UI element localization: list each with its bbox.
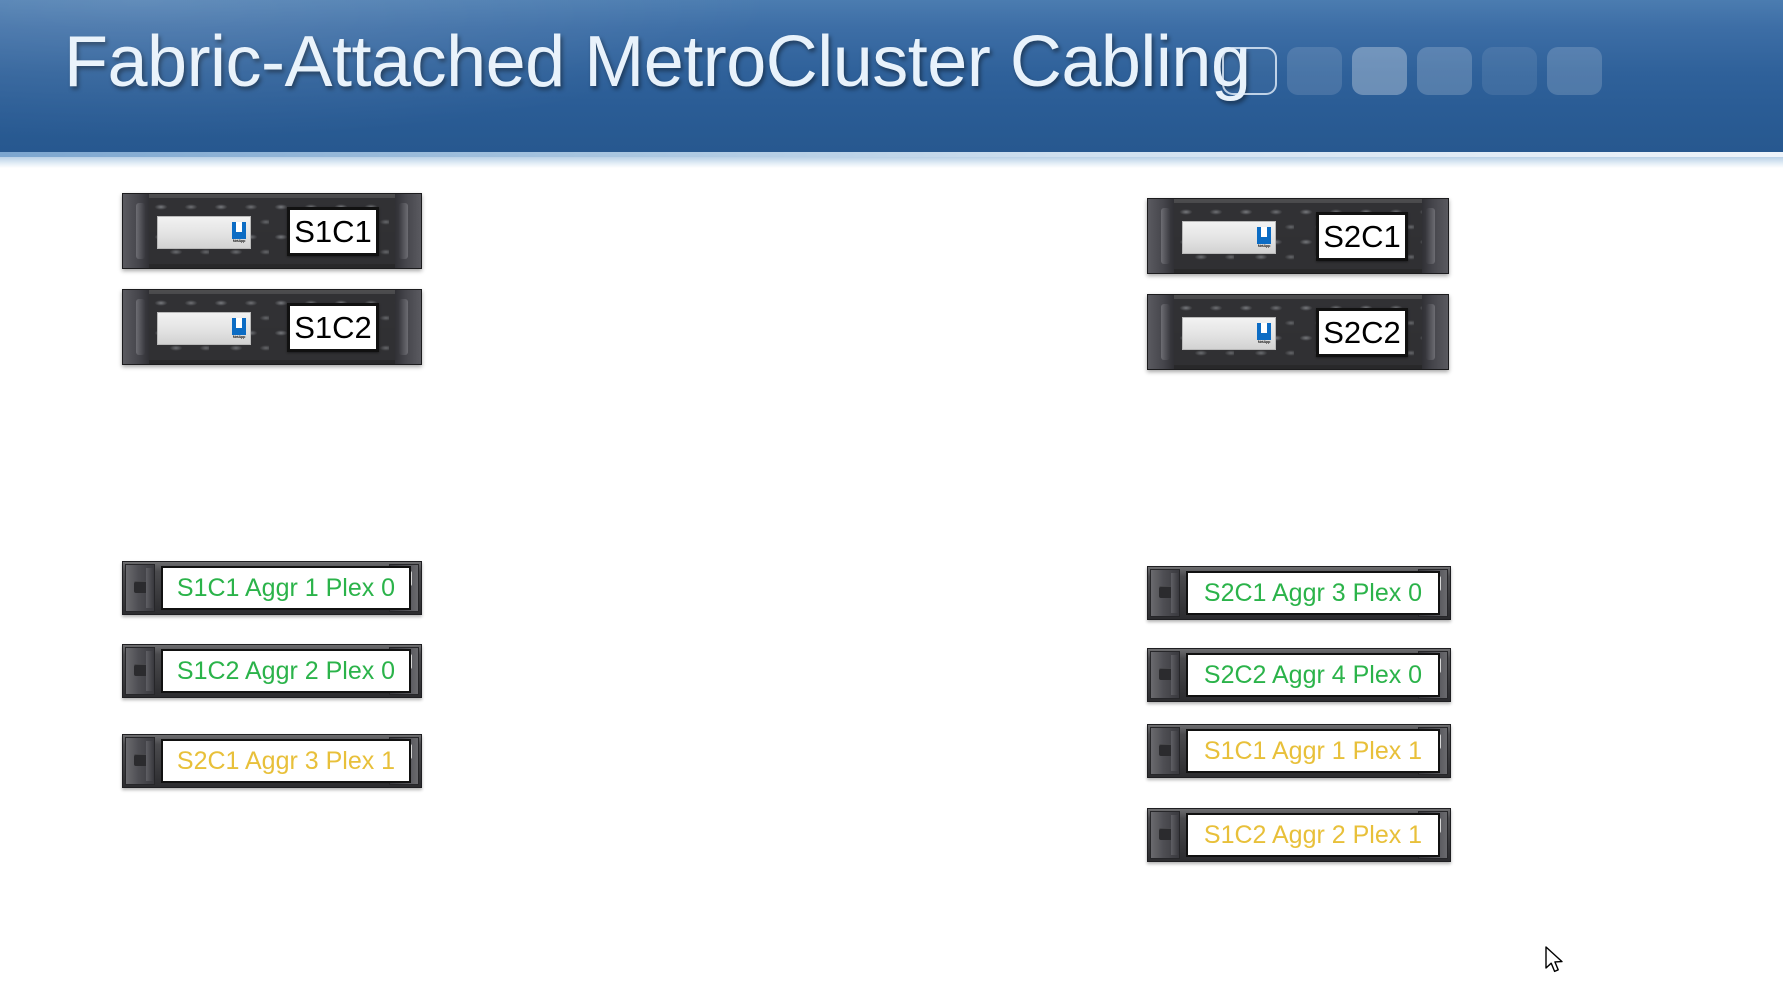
shelf-s1-3[interactable]: S2C1 Aggr 3 Plex 1 [122, 734, 422, 788]
chassis-end-cap-left [123, 290, 149, 364]
shelf-end-cap-left [1150, 651, 1180, 699]
shelf-label-s1-3: S2C1 Aggr 3 Plex 1 [161, 739, 411, 783]
header-decoration [1222, 47, 1602, 95]
shelf-end-cap-left [125, 737, 155, 785]
shelf-label-s2-2: S2C2 Aggr 4 Plex 0 [1186, 653, 1440, 697]
netapp-logo: NetApp [232, 222, 246, 243]
shelf-label-s1-1: S1C1 Aggr 1 Plex 0 [161, 566, 411, 610]
netapp-wordmark: NetApp [1257, 243, 1271, 248]
chassis-end-cap-left [1148, 199, 1174, 273]
controller-s1c1[interactable]: NetApp S1C1 [122, 193, 422, 269]
controller-bezel: NetApp [157, 312, 251, 345]
shelf-end-cap-left [1150, 811, 1180, 859]
shelf-end-cap-left [125, 564, 155, 612]
chassis-end-cap-right [395, 290, 421, 364]
netapp-wordmark: NetApp [232, 238, 246, 243]
chassis-end-cap-right [1422, 199, 1448, 273]
netapp-logo: NetApp [1257, 323, 1271, 344]
deco-square-2 [1287, 47, 1342, 95]
shelf-s2-1[interactable]: S2C1 Aggr 3 Plex 0 [1147, 566, 1451, 620]
controller-bezel: NetApp [157, 216, 251, 249]
chassis-end-cap-left [1148, 295, 1174, 369]
shelf-s2-3[interactable]: S1C1 Aggr 1 Plex 1 [1147, 724, 1451, 778]
controller-label-s1c1: S1C1 [287, 207, 379, 256]
shelf-s2-4[interactable]: S1C2 Aggr 2 Plex 1 [1147, 808, 1451, 862]
controller-label-s2c2: S2C2 [1316, 308, 1408, 357]
controller-s2c1[interactable]: NetApp S2C1 [1147, 198, 1449, 274]
shelf-end-cap-left [1150, 727, 1180, 775]
controller-bezel: NetApp [1182, 221, 1276, 254]
shelf-s2-2[interactable]: S2C2 Aggr 4 Plex 0 [1147, 648, 1451, 702]
shelf-end-cap-left [125, 647, 155, 695]
controller-s1c2[interactable]: NetApp S1C2 [122, 289, 422, 365]
deco-square-5 [1482, 47, 1537, 95]
page-title: Fabric-Attached MetroCluster Cabling [64, 22, 1251, 102]
netapp-wordmark: NetApp [232, 334, 246, 339]
netapp-wordmark: NetApp [1257, 339, 1271, 344]
deco-square-6 [1547, 47, 1602, 95]
controller-label-s1c2: S1C2 [287, 303, 379, 352]
slide-header: Fabric-Attached MetroCluster Cabling [0, 0, 1783, 152]
deco-square-3 [1352, 47, 1407, 95]
mouse-cursor-icon [1545, 946, 1563, 973]
shelf-end-cap-left [1150, 569, 1180, 617]
shelf-s1-1[interactable]: S1C1 Aggr 1 Plex 0 [122, 561, 422, 615]
chassis-end-cap-right [395, 194, 421, 268]
deco-square-4 [1417, 47, 1472, 95]
shelf-label-s1-2: S1C2 Aggr 2 Plex 0 [161, 649, 411, 693]
header-underline [0, 152, 1783, 168]
deco-square-1 [1222, 47, 1277, 95]
shelf-label-s2-1: S2C1 Aggr 3 Plex 0 [1186, 571, 1440, 615]
chassis-end-cap-right [1422, 295, 1448, 369]
shelf-label-s2-3: S1C1 Aggr 1 Plex 1 [1186, 729, 1440, 773]
controller-label-s2c1: S2C1 [1316, 212, 1408, 261]
controller-s2c2[interactable]: NetApp S2C2 [1147, 294, 1449, 370]
netapp-logo: NetApp [232, 318, 246, 339]
controller-bezel: NetApp [1182, 317, 1276, 350]
shelf-label-s2-4: S1C2 Aggr 2 Plex 1 [1186, 813, 1440, 857]
shelf-s1-2[interactable]: S1C2 Aggr 2 Plex 0 [122, 644, 422, 698]
chassis-end-cap-left [123, 194, 149, 268]
netapp-logo: NetApp [1257, 227, 1271, 248]
